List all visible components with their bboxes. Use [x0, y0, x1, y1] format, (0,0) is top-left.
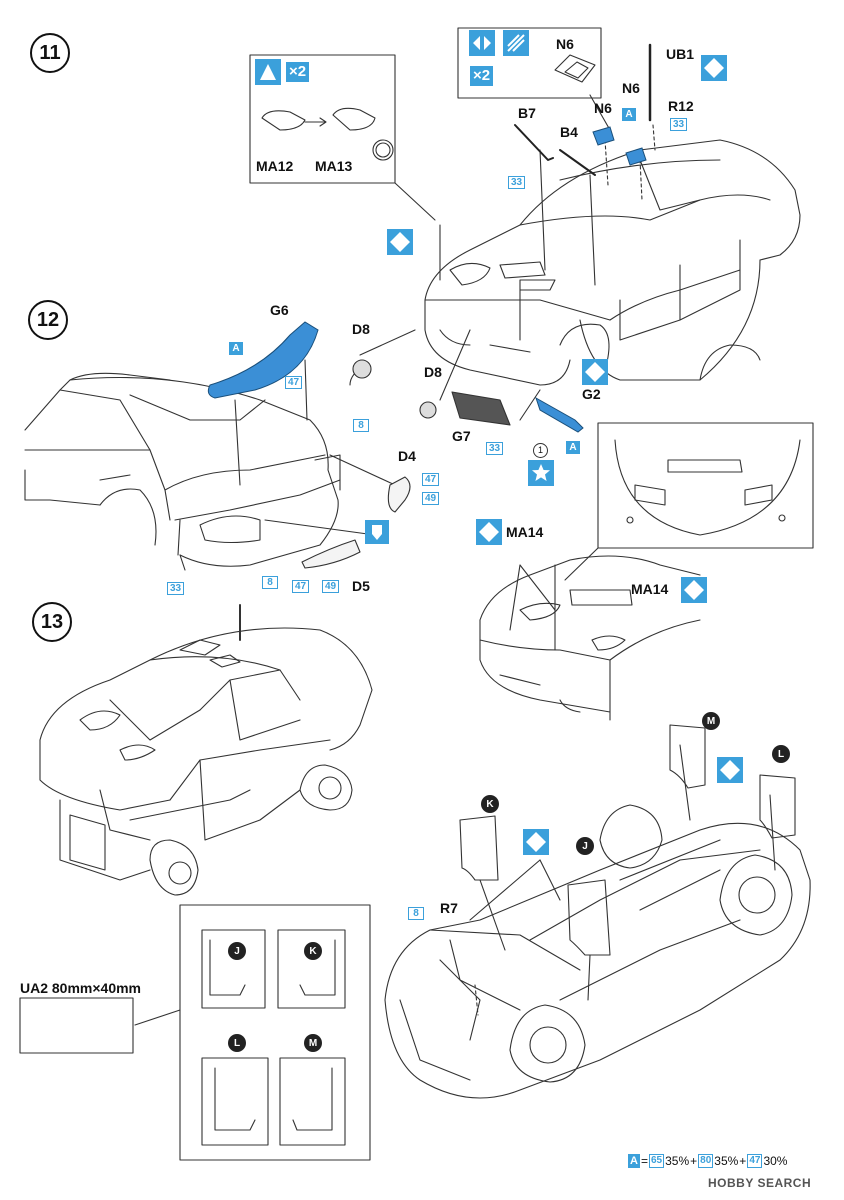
legend-text: 30% — [763, 1154, 788, 1168]
paint-code-33: 33 — [486, 442, 504, 455]
decal-marker-m: M — [304, 1034, 322, 1052]
decal-marker-j: J — [228, 942, 246, 960]
hood-inset — [597, 422, 814, 549]
legend-color-code: 80 — [698, 1154, 714, 1168]
decal-marker-m: M — [702, 712, 720, 730]
part-label-d8: D8 — [424, 364, 442, 380]
legend-code: A — [628, 1154, 640, 1168]
legend-text: + — [739, 1154, 747, 1168]
legend-color-code: 47 — [747, 1154, 763, 1168]
part-label-b7: B7 — [518, 105, 536, 121]
part-label-d4: D4 — [398, 448, 416, 464]
paint-code-a: A — [622, 108, 636, 121]
paint-code-49: 49 — [422, 492, 440, 505]
paint-code-47: 47 — [285, 376, 303, 389]
legend-color-code: 65 — [648, 1154, 665, 1168]
part-label-n6: N6 — [556, 36, 574, 52]
decal-marker-j: J — [576, 837, 594, 855]
part-label-ma12: MA12 — [256, 158, 294, 174]
paint-code-33: 33 — [508, 176, 526, 189]
quantity-badge: ×2 — [470, 66, 494, 86]
blue-parts — [207, 126, 647, 433]
part-label-b4: B4 — [560, 124, 578, 140]
paint-code-a: A — [566, 441, 580, 454]
step-number-13: 13 — [32, 602, 72, 642]
paint-code-8: 8 — [408, 907, 424, 920]
paint-code-33: 33 — [167, 582, 185, 595]
paint-code-8: 8 — [353, 419, 369, 432]
part-label-g2: G2 — [582, 386, 601, 402]
sequence-number: 1 — [533, 443, 548, 458]
wiper-b4 — [559, 149, 596, 176]
car-body-front-ma14 — [479, 555, 701, 721]
paint-code-8: 8 — [262, 576, 278, 589]
ua2-box — [19, 997, 134, 1054]
part-label-ma13: MA13 — [315, 158, 353, 174]
paint-code-47: 47 — [292, 580, 310, 593]
quantity-badge: ×2 — [286, 62, 310, 82]
decal-marker-k: K — [304, 942, 322, 960]
wiper-b7 — [514, 124, 554, 161]
legend-text: + — [690, 1154, 698, 1168]
legend-text: 35% — [714, 1154, 739, 1168]
legend-text: = — [640, 1154, 648, 1168]
part-label-n6: N6 — [622, 80, 640, 96]
step-number-12: 12 — [28, 300, 68, 340]
decal-marker-l: L — [772, 745, 790, 763]
part-label-ma14: MA14 — [506, 524, 544, 540]
mudflap-sheet — [179, 904, 371, 1161]
paint-diamond-icons — [255, 30, 743, 855]
part-label-r12: R12 — [668, 98, 694, 114]
part-label-ub1: UB1 — [666, 46, 695, 62]
part-label-g6: G6 — [270, 302, 289, 318]
car-assembled-13 — [39, 604, 373, 896]
part-label-d8: D8 — [352, 321, 370, 337]
car-underside-13 — [384, 744, 811, 1099]
ua2-label: UA2 80mm×40mm — [20, 980, 142, 996]
part-label-n6: N6 — [594, 100, 612, 116]
legend-text: 35% — [665, 1154, 690, 1168]
part-label-r7: R7 — [440, 900, 458, 916]
part-label-ma14: MA14 — [631, 581, 669, 597]
paint-code-47: 47 — [422, 473, 440, 486]
car-body-rear-12 — [24, 359, 396, 571]
part-label-d5: D5 — [352, 578, 370, 594]
step-number-11: 11 — [30, 33, 70, 73]
part-label-g7: G7 — [452, 428, 471, 444]
paint-code-a: A — [229, 342, 243, 355]
decal-marker-l: L — [228, 1034, 246, 1052]
watermark-logo: HOBBY SEARCH — [708, 1176, 812, 1190]
paint-mix-legend: A = 65 35% + 80 35% + 47 30% — [628, 1154, 787, 1168]
paint-code-49: 49 — [322, 580, 340, 593]
paint-code-33: 33 — [670, 118, 688, 131]
car-body-front-11 — [359, 124, 801, 421]
decal-marker-k: K — [481, 795, 499, 813]
